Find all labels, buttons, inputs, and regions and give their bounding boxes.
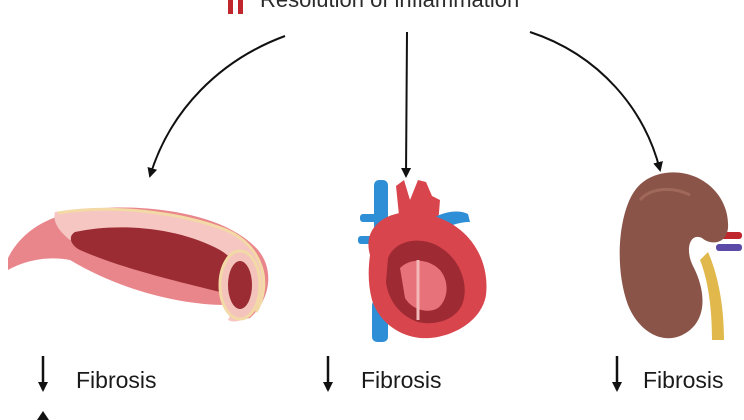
heart-illustration xyxy=(358,180,487,342)
kidney-fibrosis-label: Fibrosis xyxy=(643,367,724,393)
kidney-illustration xyxy=(619,172,742,340)
arrow-to-kidney xyxy=(529,31,663,172)
heart-fibrosis-label: Fibrosis xyxy=(361,367,442,393)
vessel-fibrosis-label: Fibrosis xyxy=(76,367,157,393)
header-title: Resolution of inflammation xyxy=(260,0,519,13)
header-marker-icon xyxy=(228,0,243,14)
blood-vessel-illustration xyxy=(8,207,269,322)
increase-arrow-icon xyxy=(37,411,49,420)
arrow-to-heart xyxy=(401,31,412,178)
arrow-to-vessel xyxy=(147,35,286,178)
